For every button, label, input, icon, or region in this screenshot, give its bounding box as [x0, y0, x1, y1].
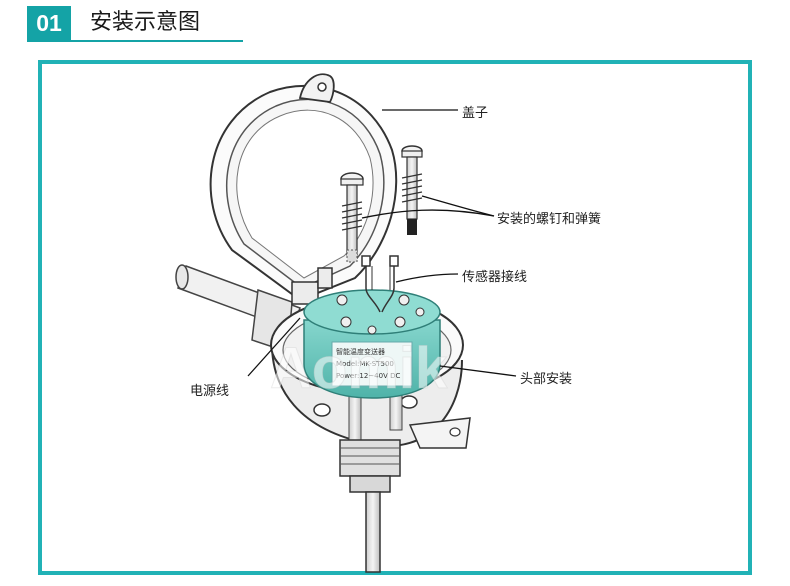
leader-screws-1	[361, 209, 495, 219]
callout-screws-and-springs: 安装的螺钉和弹簧	[497, 212, 602, 227]
temperature-transmitter	[303, 289, 441, 399]
leader-power	[247, 317, 301, 377]
transmitter-label-line2: Model:MK-ST500	[336, 360, 394, 368]
leader-screws-2	[421, 195, 495, 217]
cover-lid	[209, 73, 398, 305]
transmitter-label-line1: 智能温度变送器	[336, 347, 385, 356]
callout-sensor-wiring: 传感器接线	[462, 270, 528, 285]
leader-sensor	[395, 273, 459, 283]
section-number-badge: 01	[27, 6, 71, 40]
callout-power-cable: 电源线	[190, 384, 230, 399]
transmitter-label-line3: Power:12~40V DC	[336, 372, 400, 380]
sensor-wires	[361, 255, 399, 313]
title-underline	[27, 40, 243, 42]
callout-head-mounting: 头部安装	[520, 372, 573, 387]
leader-lines	[247, 109, 517, 377]
leader-head	[439, 365, 517, 377]
watermark: Aomik	[270, 336, 448, 401]
section-title: 安装示意图	[90, 10, 201, 35]
callout-cover: 盖子	[462, 106, 489, 121]
screw-with-spring-right	[401, 145, 423, 235]
screw-with-spring-left	[340, 172, 364, 263]
